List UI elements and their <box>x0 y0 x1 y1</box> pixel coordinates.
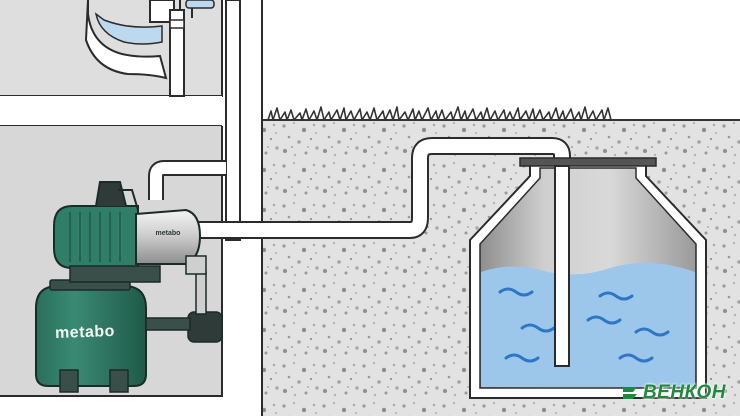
upper-room <box>0 0 222 96</box>
pump-station <box>35 181 223 393</box>
pump-outlet-pipe <box>150 162 226 200</box>
pump-motor <box>53 205 139 269</box>
well-water <box>481 262 695 387</box>
suction-pipe <box>190 139 569 366</box>
water-well <box>469 157 707 399</box>
watermark: ВЕНКОН <box>621 382 726 404</box>
venkon-logo-icon <box>621 384 639 402</box>
water-waves <box>498 287 670 363</box>
floor-slab <box>0 96 222 126</box>
pressure-switch <box>187 311 223 343</box>
basement-outline <box>0 126 223 397</box>
watermark-brand: ВЕНКОН <box>642 382 726 403</box>
pressure-tank-brand: metabo <box>54 322 116 343</box>
pump-handle <box>95 181 127 207</box>
grass <box>267 106 612 121</box>
pump-housing-brand: metabo <box>155 230 181 237</box>
toilet <box>84 0 215 80</box>
supply-pipe-vertical <box>169 0 241 241</box>
